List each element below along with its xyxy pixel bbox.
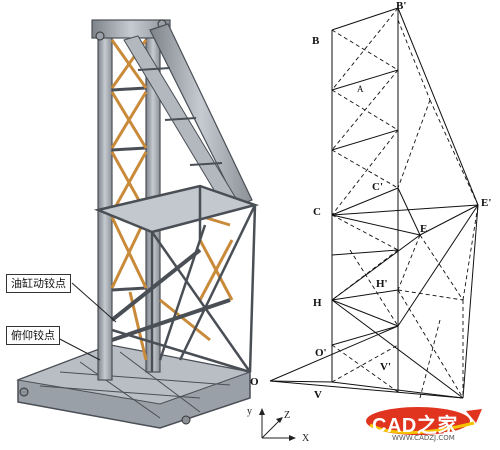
logo-text: CAD之家: [372, 415, 458, 437]
logo-badge-shape: [366, 407, 482, 435]
frame-lower-members: [110, 248, 231, 342]
wireframe-point-labels: B B' C C' E E' H H' O O' V V' A: [250, 0, 491, 401]
axis-label-y: y: [247, 406, 252, 417]
axis-label-z: Z: [284, 410, 290, 421]
frame-base: [16, 344, 252, 429]
label-V-prime: V': [380, 361, 391, 373]
label-O: O: [250, 376, 259, 388]
label-H-prime: H': [376, 278, 388, 290]
label-A-hint: A: [357, 84, 364, 94]
label-B: B: [312, 35, 320, 47]
label-H: H: [313, 297, 322, 309]
frame-mid-box: [93, 184, 260, 374]
coordinate-axes: [259, 408, 296, 441]
label-O-prime: O': [315, 347, 327, 359]
frame-braces: [110, 39, 234, 361]
callout-pitch-pivot: 俯仰铰点: [6, 326, 60, 345]
axis-label-x: X: [302, 433, 310, 444]
logo-url: WWW.CADZJ.COM: [392, 434, 455, 442]
wireframe-dashed-members: [331, 7, 479, 399]
label-V: V: [314, 389, 322, 401]
callout-cylinder-pivot: 油缸动铰点: [6, 274, 71, 293]
label-C: C: [313, 206, 321, 218]
label-C-prime: C': [372, 181, 383, 193]
wireframe-diagram: [269, 7, 479, 399]
label-E-prime: E': [481, 197, 491, 209]
frame-inclined-boom: [123, 23, 253, 211]
callout-leaders: [51, 282, 117, 361]
label-E: E: [420, 223, 427, 235]
label-B-prime: B': [396, 0, 406, 12]
cad-logo-watermark: CAD之家 WWW.CADZJ.COM: [362, 407, 496, 447]
